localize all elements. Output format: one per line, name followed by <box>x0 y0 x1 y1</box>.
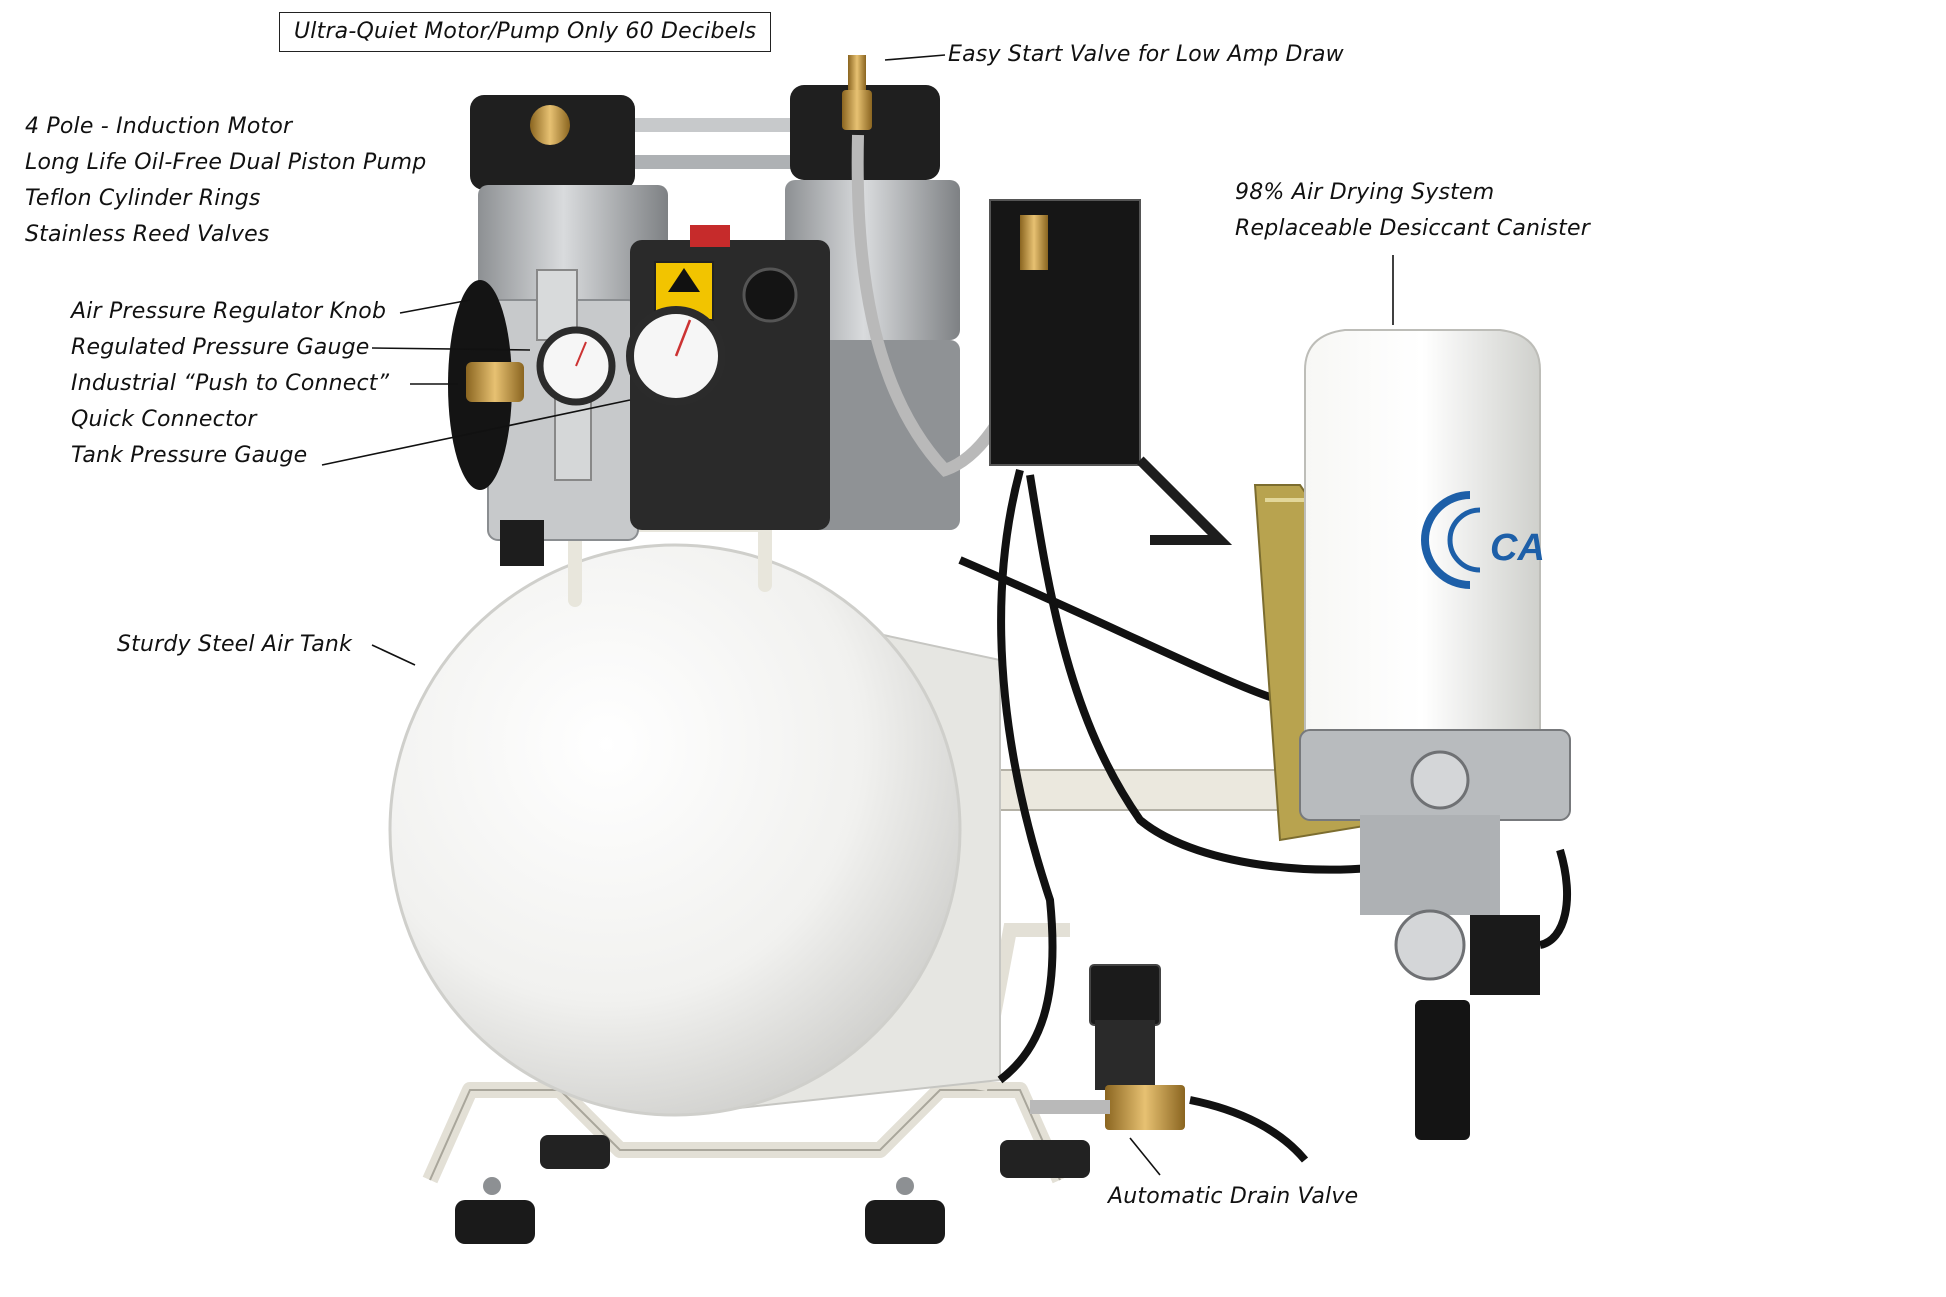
pump-assembly <box>448 85 960 541</box>
pressure-switch-box <box>989 199 1233 545</box>
easy-start-valve-callout: Easy Start Valve for Low Amp Draw <box>948 42 1344 67</box>
desiccant-canister: CA <box>1299 329 1571 1140</box>
regulator-knob-callout: Air Pressure Regulator Knob <box>71 299 387 324</box>
motor-feature-item: 4 Pole - Induction Motor <box>25 114 293 139</box>
motor-feature-item: Stainless Reed Valves <box>25 222 270 247</box>
drain-valve-callout: Automatic Drain Valve <box>1108 1184 1359 1209</box>
air-tank-callout: Sturdy Steel Air Tank <box>117 632 353 657</box>
quick-connector-callout: Industrial “Push to Connect” <box>71 371 390 396</box>
easy-start-valve <box>842 55 872 130</box>
drying-system-line: 98% Air Drying System <box>1235 180 1495 205</box>
rubber-feet <box>455 1135 1090 1244</box>
tank-gauge-callout: Tank Pressure Gauge <box>71 443 308 468</box>
air-lines <box>958 468 1571 1163</box>
svg-text:CA: CA <box>1490 527 1545 569</box>
automatic-drain-valve <box>1030 964 1185 1130</box>
headline-callout: Ultra-Quiet Motor/Pump Only 60 Decibels <box>279 12 772 52</box>
regulator-assembly <box>466 269 726 566</box>
regulated-gauge-callout: Regulated Pressure Gauge <box>71 335 370 360</box>
drying-system-line: Replaceable Desiccant Canister <box>1235 216 1590 241</box>
air-tank <box>388 543 962 1117</box>
motor-feature-item: Teflon Cylinder Rings <box>25 186 261 211</box>
motor-feature-item: Long Life Oil-Free Dual Piston Pump <box>25 150 427 175</box>
quick-connector-callout-line2: Quick Connector <box>71 407 257 432</box>
callout-leaders <box>321 54 1394 1176</box>
